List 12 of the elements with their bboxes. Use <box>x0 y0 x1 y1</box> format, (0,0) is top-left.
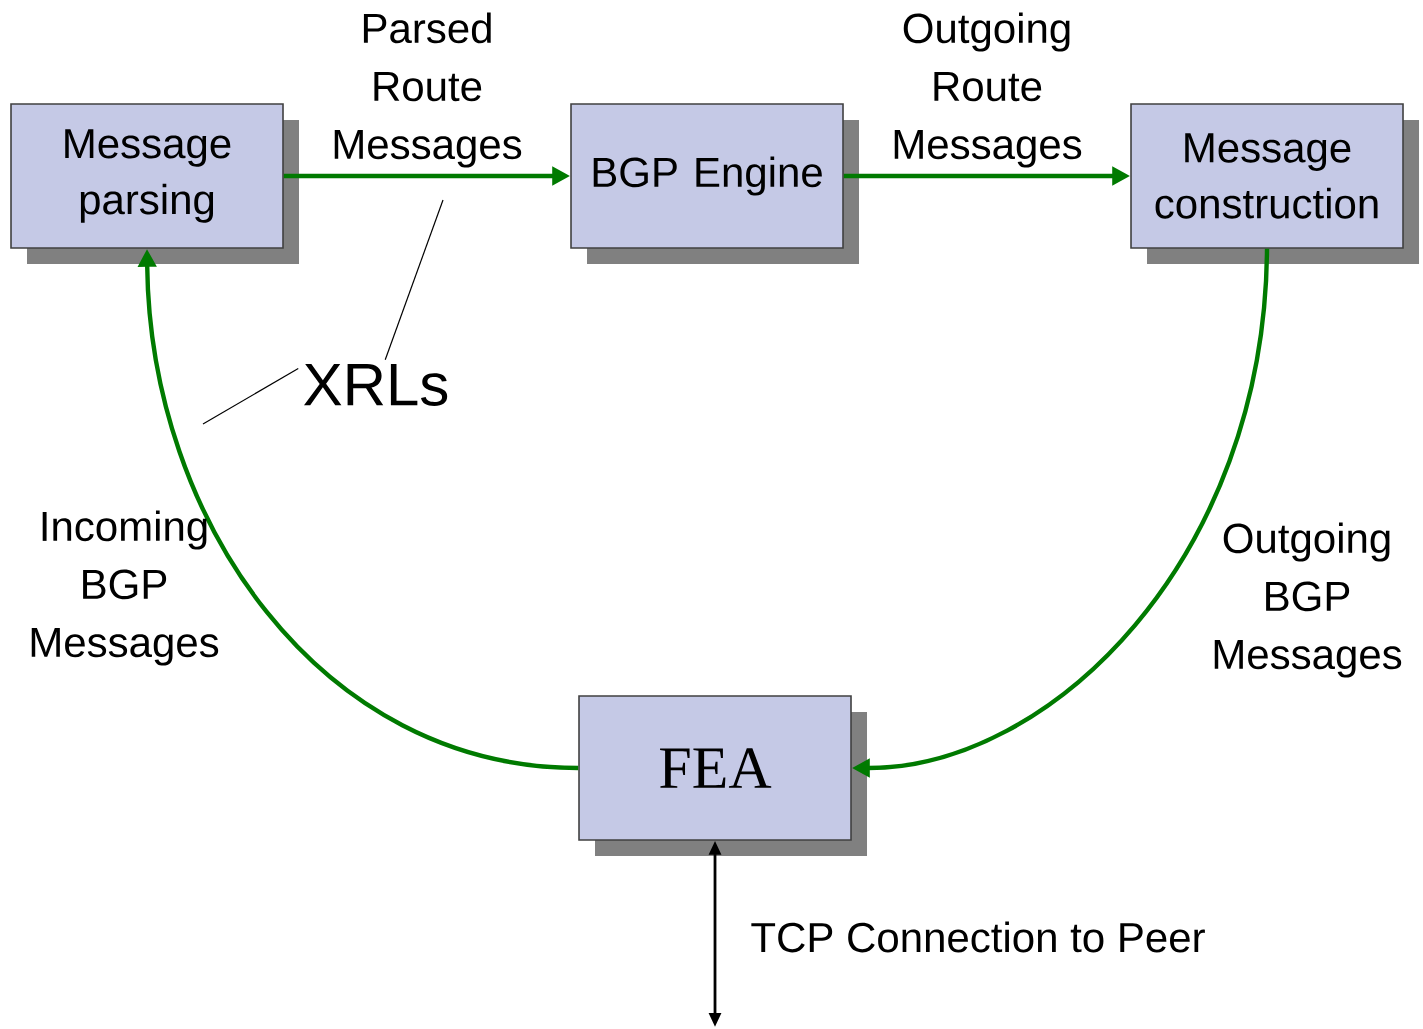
callout-text: XRLs <box>304 364 448 406</box>
edge-label: Incoming BGP Messages <box>31 510 219 666</box>
leader-line <box>202 367 299 425</box>
process-box: Message construction <box>1130 103 1419 264</box>
leader-line <box>384 199 444 361</box>
process-box: FEA <box>578 695 867 856</box>
edge-label: Outgoing Route Messages <box>894 12 1082 168</box>
edge-label: Parsed Route Messages <box>334 12 522 168</box>
process-box: BGP Engine <box>570 103 859 264</box>
edge-label: TCP Connection to Peer <box>751 921 1205 953</box>
process-box: Message parsing <box>10 103 299 264</box>
edge-label: Outgoing BGP Messages <box>1214 522 1402 678</box>
